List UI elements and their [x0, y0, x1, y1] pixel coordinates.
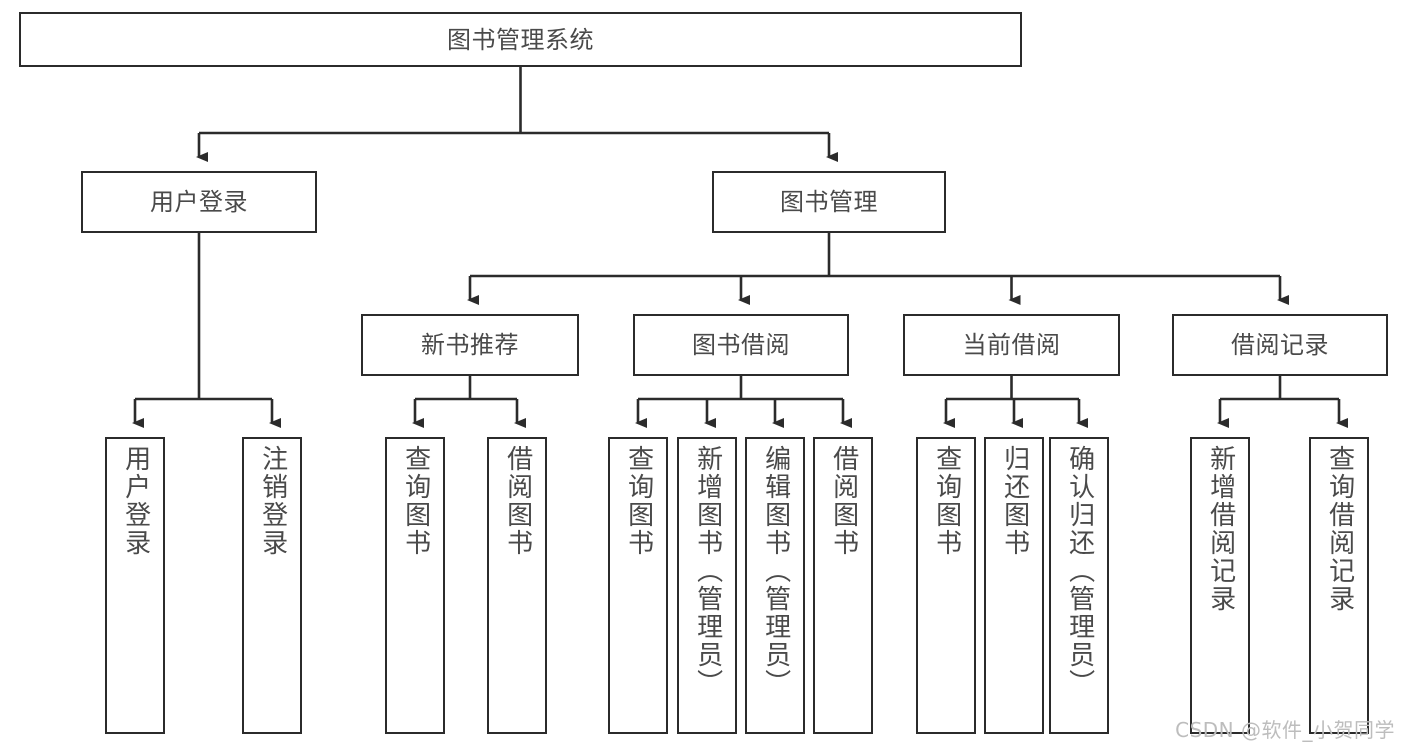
- node-l11[interactable]: 确认归还（管理员）: [1049, 437, 1109, 734]
- node-l2[interactable]: 注销登录: [242, 437, 302, 734]
- node-label: 编辑图书（管理员）: [760, 445, 791, 697]
- node-label: 查询图书: [623, 445, 654, 557]
- node-l4[interactable]: 借阅图书: [487, 437, 547, 734]
- node-n_borrow[interactable]: 图书借阅: [633, 314, 849, 376]
- node-l6[interactable]: 新增图书（管理员）: [677, 437, 737, 734]
- node-n_rec[interactable]: 借阅记录: [1172, 314, 1388, 376]
- node-label: 借阅图书: [502, 445, 533, 557]
- node-root[interactable]: 图书管理系统: [19, 12, 1022, 67]
- node-label: 查询图书: [400, 445, 431, 557]
- node-l7[interactable]: 编辑图书（管理员）: [745, 437, 805, 734]
- node-l3[interactable]: 查询图书: [385, 437, 445, 734]
- node-label: 借阅图书: [828, 445, 859, 557]
- node-label: 用户登录: [150, 188, 248, 216]
- node-l10[interactable]: 归还图书: [984, 437, 1044, 734]
- node-label: 新增借阅记录: [1205, 445, 1236, 613]
- node-label: 查询借阅记录: [1324, 445, 1355, 613]
- node-label: 当前借阅: [962, 331, 1061, 359]
- watermark-text: CSDN @软件_小贺同学: [1175, 718, 1395, 742]
- node-l8[interactable]: 借阅图书: [813, 437, 873, 734]
- node-l13[interactable]: 查询借阅记录: [1309, 437, 1369, 734]
- node-label: 查询图书: [931, 445, 962, 557]
- node-label: 新书推荐: [421, 331, 519, 359]
- node-n_new[interactable]: 新书推荐: [361, 314, 579, 376]
- node-label: 图书借阅: [692, 331, 790, 359]
- node-l1[interactable]: 用户登录: [105, 437, 165, 734]
- node-l9[interactable]: 查询图书: [916, 437, 976, 734]
- node-label: 借阅记录: [1231, 331, 1329, 359]
- node-n_login[interactable]: 用户登录: [81, 171, 317, 233]
- node-label: 新增图书（管理员）: [692, 445, 723, 697]
- node-l12[interactable]: 新增借阅记录: [1190, 437, 1250, 734]
- node-label: 图书管理: [780, 188, 878, 216]
- node-label: 归还图书: [999, 445, 1030, 557]
- node-label: 图书管理系统: [447, 25, 594, 54]
- node-label: 确认归还（管理员）: [1064, 445, 1095, 697]
- node-n_cur[interactable]: 当前借阅: [903, 314, 1120, 376]
- node-label: 用户登录: [120, 445, 151, 557]
- node-label: 注销登录: [257, 445, 288, 557]
- node-l5[interactable]: 查询图书: [608, 437, 668, 734]
- node-n_books[interactable]: 图书管理: [712, 171, 946, 233]
